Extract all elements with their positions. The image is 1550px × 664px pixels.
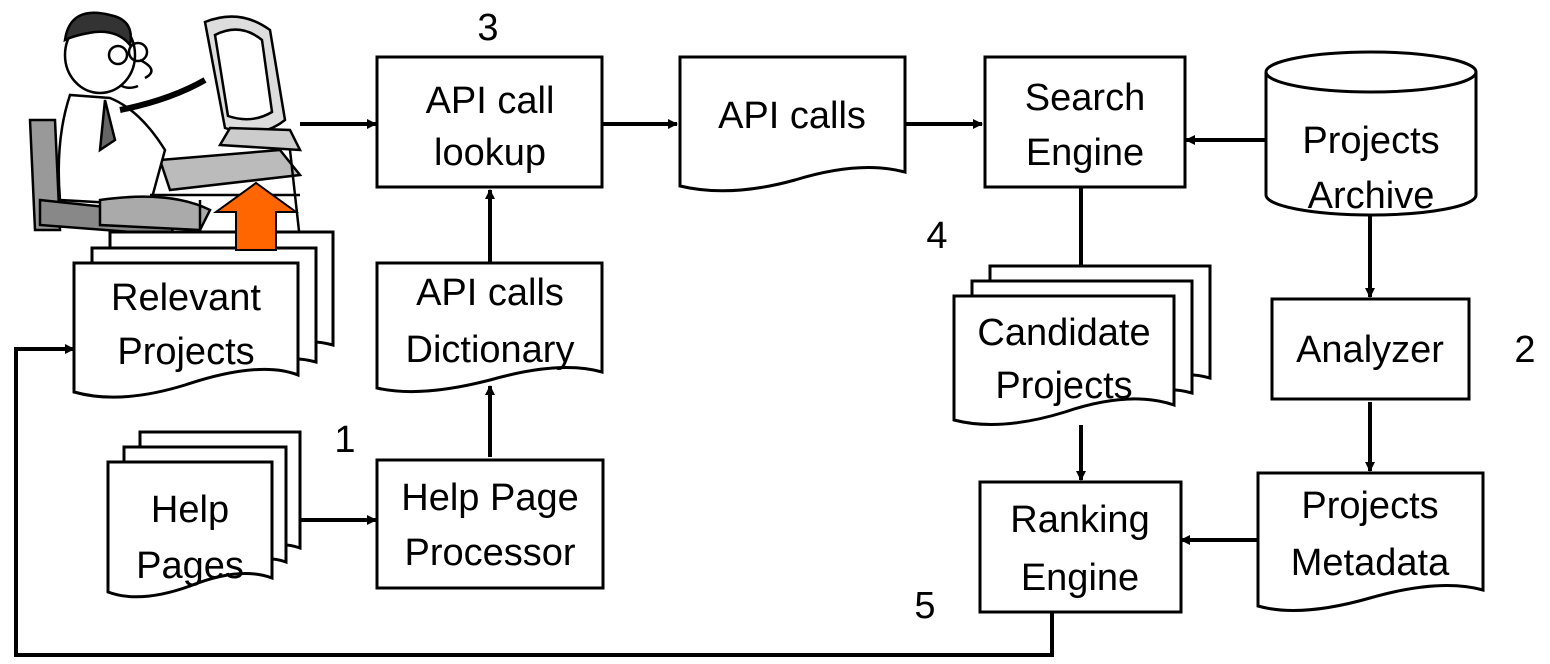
- step-number-4: 4: [926, 215, 947, 257]
- projects-metadata-label-1: Projects: [1301, 485, 1438, 527]
- connector-arrows: [14, 119, 1375, 657]
- arrow-ranking-to-relevant: [14, 344, 1054, 657]
- step-number-3: 3: [477, 7, 498, 49]
- api-calls-dictionary-node: API calls Dictionary: [375, 261, 604, 394]
- feedback-up-arrow-icon: [212, 181, 300, 251]
- search-engine-node: Search Engine: [983, 55, 1187, 189]
- help-page-processor-label-2: Processor: [404, 532, 575, 574]
- search-engine-label-1: Search: [1025, 77, 1145, 119]
- help-pages-node: Help Pages: [106, 430, 302, 599]
- api-call-lookup-label-1: API call: [426, 80, 555, 122]
- programmer-at-computer-icon: [28, 11, 303, 242]
- analyzer-node: Analyzer: [1270, 297, 1471, 401]
- projects-archive-label-1: Projects: [1302, 120, 1439, 162]
- ranking-engine-label-2: Engine: [1021, 557, 1139, 599]
- analyzer-label: Analyzer: [1296, 329, 1444, 371]
- api-calls-dictionary-label-2: Dictionary: [406, 329, 575, 371]
- help-page-processor-node: Help Page Processor: [375, 458, 605, 590]
- help-page-processor-label-1: Help Page: [401, 477, 578, 519]
- api-calls-label: API calls: [718, 95, 866, 137]
- step-number-1: 1: [334, 419, 355, 461]
- step-number-5: 5: [914, 585, 935, 627]
- relevant-projects-node: Relevant Projects: [72, 230, 335, 399]
- relevant-projects-label-1: Relevant: [111, 277, 261, 319]
- projects-archive-node: Projects Archive: [1264, 50, 1478, 217]
- projects-metadata-label-2: Metadata: [1291, 542, 1450, 584]
- api-calls-dictionary-label-1: API calls: [416, 272, 564, 314]
- step-number-2: 2: [1514, 329, 1535, 371]
- search-engine-label-2: Engine: [1026, 132, 1144, 174]
- ranking-engine-label-1: Ranking: [1010, 499, 1149, 541]
- projects-archive-label-2: Archive: [1308, 175, 1435, 217]
- relevant-projects-label-2: Projects: [117, 331, 254, 373]
- candidate-projects-label-1: Candidate: [977, 312, 1150, 354]
- projects-metadata-node: Projects Metadata: [1256, 471, 1485, 612]
- api-call-lookup-node: API call lookup: [375, 55, 604, 189]
- candidate-projects-label-2: Projects: [995, 365, 1132, 407]
- help-pages-label-2: Pages: [136, 545, 244, 587]
- api-call-lookup-label-2: lookup: [434, 132, 546, 174]
- help-pages-label-1: Help: [151, 489, 229, 531]
- ranking-engine-node: Ranking Engine: [978, 480, 1183, 614]
- api-calls-node: API calls: [678, 55, 907, 193]
- candidate-projects-node: Candidate Projects: [952, 264, 1212, 426]
